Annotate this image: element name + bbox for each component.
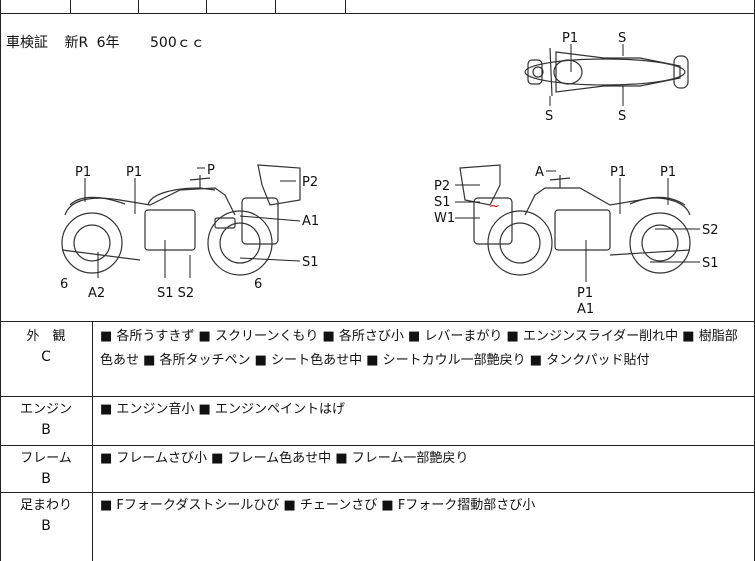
label-right-s2: S2 bbox=[702, 223, 719, 238]
label-right-p1a: P1 bbox=[610, 165, 626, 180]
vehicle-certificate: 車検証 新R 6年 500ｃｃ bbox=[6, 32, 205, 52]
label-left-p2: P2 bbox=[302, 175, 318, 190]
label-right-tilde: ~ bbox=[489, 199, 500, 214]
section-description: ■ フレームさび小 ■ フレーム色あせ中 ■ フレーム一部艶戻り bbox=[100, 451, 469, 466]
label-right-p1c: P1 bbox=[577, 286, 593, 301]
label-left-p: P bbox=[207, 163, 215, 178]
label-left-a2: A2 bbox=[88, 286, 105, 301]
header-cell-border bbox=[345, 0, 346, 13]
label-top-s: S bbox=[618, 31, 626, 46]
section-suspension: 足まわり B ■ Fフォークダストシールひび ■ チェーンさび ■ Fフォーク摺… bbox=[0, 493, 755, 561]
section-category: 足まわり bbox=[19, 498, 72, 513]
section-engine: エンジン B ■ エンジン音小 ■ エンジンペイントはげ bbox=[0, 397, 755, 445]
label-left-p1a: P1 bbox=[75, 165, 91, 180]
displacement: 500ｃｃ bbox=[150, 35, 205, 51]
label-right-s1b: S1 bbox=[702, 256, 719, 271]
label-right-p1b: P1 bbox=[660, 165, 676, 180]
label-left-6b: 6 bbox=[254, 277, 262, 292]
row-divider bbox=[0, 445, 755, 446]
right-side-motorcycle-icon bbox=[459, 164, 691, 276]
label-right-p2: P2 bbox=[434, 179, 450, 194]
section-category: 外 観 bbox=[26, 329, 66, 344]
column-divider bbox=[92, 321, 93, 561]
header-cell-border bbox=[138, 0, 139, 13]
section-grade: C bbox=[41, 349, 51, 365]
section-description: ■ エンジン音小 ■ エンジンペイントはげ bbox=[100, 402, 345, 417]
header-cell-border bbox=[275, 0, 276, 13]
label-right-w1: W1 bbox=[434, 211, 455, 226]
certificate-type: 新R bbox=[64, 35, 89, 51]
left-side-motorcycle-icon bbox=[61, 164, 301, 276]
label-left-s1: S1 bbox=[302, 255, 319, 270]
label-right-s1: S1 bbox=[434, 195, 451, 210]
section-description: ■ 各所うすきず ■ スクリーンくもり ■ 各所さび小 ■ レバーまがり ■ エ… bbox=[100, 329, 738, 368]
row-divider bbox=[0, 396, 755, 397]
section-category: フレーム bbox=[20, 451, 72, 466]
header-cell-border bbox=[206, 0, 207, 13]
top-view-motorcycle-icon bbox=[524, 47, 689, 97]
section-category: エンジン bbox=[19, 402, 72, 417]
left-border bbox=[0, 0, 1, 561]
certificate-label: 車検証 bbox=[6, 35, 48, 51]
section-grade: B bbox=[41, 471, 51, 487]
header-cell-border bbox=[70, 0, 71, 13]
label-right-a: A bbox=[535, 165, 544, 180]
label-left-a1: A1 bbox=[302, 214, 319, 229]
label-left-6a: 6 bbox=[60, 277, 68, 292]
section-grade: B bbox=[41, 518, 51, 534]
header-divider bbox=[0, 13, 755, 14]
label-top-s-right: S bbox=[618, 109, 626, 124]
row-divider bbox=[0, 321, 755, 322]
section-exterior: 外 観 C ■ 各所うすきず ■ スクリーンくもり ■ 各所さび小 ■ レバーま… bbox=[0, 322, 755, 396]
label-top-p1: P1 bbox=[562, 31, 578, 46]
label-left-p1b: P1 bbox=[126, 165, 142, 180]
label-left-s1s2: S1 S2 bbox=[157, 286, 194, 301]
label-right-a1: A1 bbox=[577, 302, 594, 317]
section-description: ■ Fフォークダストシールひび ■ チェーンさび ■ Fフォーク摺動部さび小 bbox=[100, 498, 536, 513]
damage-diagram: P1 S S S P1 P1 P P2 A1 S1 6 A2 S1 S2 6 A… bbox=[60, 31, 719, 317]
row-divider bbox=[0, 492, 755, 493]
label-top-s-left: S bbox=[545, 109, 553, 124]
certificate-years: 6年 bbox=[96, 35, 120, 51]
section-grade: B bbox=[41, 422, 51, 438]
section-frame: フレーム B ■ フレームさび小 ■ フレーム色あせ中 ■ フレーム一部艶戻り bbox=[0, 446, 755, 492]
diagram-labels: P1 S S S P1 P1 P P2 A1 S1 6 A2 S1 S2 6 A… bbox=[60, 31, 719, 317]
